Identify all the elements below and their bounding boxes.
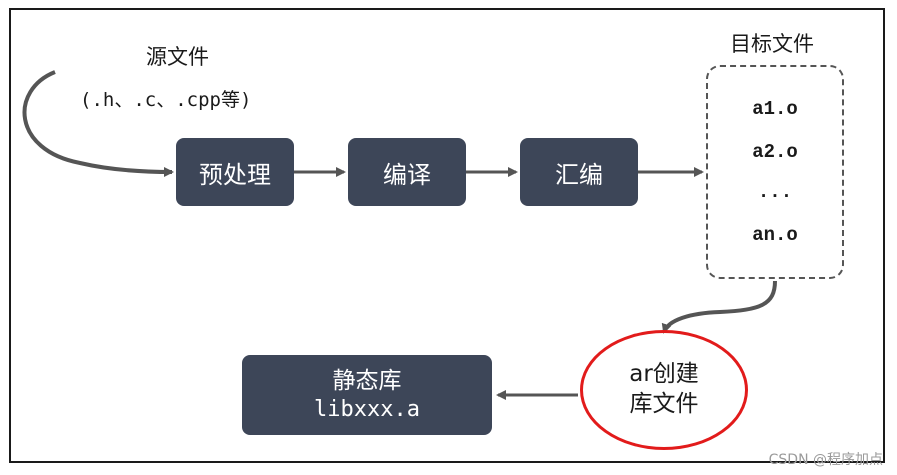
arrow-source-to-preprocess: [22, 70, 174, 177]
object-file-ellipsis: ...: [757, 181, 793, 203]
diagram-frame: [9, 8, 885, 463]
archive-line2: 库文件: [629, 391, 699, 417]
static-lib-box: 静态库 libxxx.a: [242, 355, 492, 435]
archive-step-ellipse: ar创建 库文件: [580, 330, 748, 450]
assemble-label: 汇编: [555, 160, 603, 189]
object-files-group: a1.o a2.o ... an.o: [706, 65, 844, 279]
watermark: CSDN @程序加点: [768, 452, 883, 468]
object-file-item: an.o: [752, 224, 798, 246]
arrow-objects-to-archive: [661, 280, 777, 334]
object-file-item: a1.o: [752, 98, 798, 120]
assemble-box: 汇编: [520, 138, 638, 206]
object-file-item: a2.o: [752, 141, 798, 163]
static-lib-title: 静态库: [332, 367, 402, 394]
preprocess-box: 预处理: [176, 138, 294, 206]
static-lib-name: libxxx.a: [314, 396, 420, 422]
source-subtitle: (.h、.c、.cpp等): [80, 89, 252, 111]
compile-box: 编译: [348, 138, 466, 206]
archive-line1: ar创建: [629, 361, 699, 388]
source-title: 源文件: [146, 45, 209, 69]
compile-label: 编译: [383, 160, 431, 189]
preprocess-label: 预处理: [199, 160, 271, 189]
objects-title: 目标文件: [730, 32, 814, 56]
